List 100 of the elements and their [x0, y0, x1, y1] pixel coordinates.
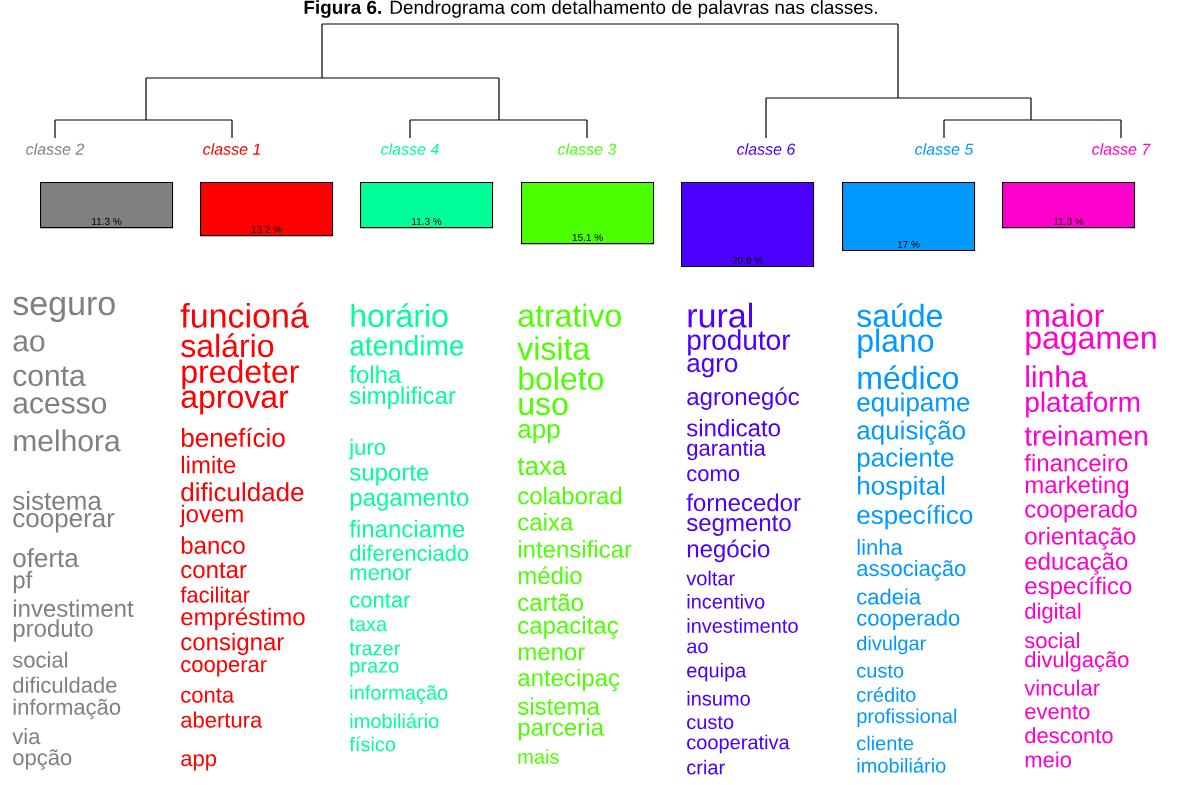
word-label: boleto	[519, 366, 604, 391]
word-label: informação	[350, 685, 448, 704]
word-label: social	[12, 651, 68, 668]
word-label: cliente	[857, 735, 914, 751]
word-label: orientação	[1025, 527, 1136, 550]
word-label: vincular	[1024, 679, 1100, 696]
word-label: horário	[351, 303, 448, 328]
word-label: melhora	[14, 429, 121, 452]
word-label: crédito	[857, 687, 916, 702]
word-label: acesso	[13, 397, 107, 414]
class-label: classe 3	[558, 143, 617, 155]
word-label: profissional	[857, 708, 957, 728]
word-label: cadeia	[857, 588, 922, 605]
word-label: investimento	[687, 618, 798, 633]
word-label: voltar	[686, 570, 735, 586]
word-label: sindicato	[686, 418, 780, 437]
word-label: marketing	[1025, 475, 1129, 499]
word-label: cooperativa	[687, 734, 790, 754]
class-box: 11.3 %	[360, 182, 494, 229]
word-label: cooperado	[1025, 500, 1137, 523]
word-label: saúde	[857, 303, 942, 328]
word-label: atendime	[350, 335, 464, 356]
word-label: garantia	[687, 439, 766, 461]
word-label: cartão	[518, 593, 583, 611]
word-label: menor	[518, 647, 585, 661]
class-label: classe 6	[737, 143, 796, 155]
word-label: limite	[181, 455, 236, 474]
word-label: associação	[857, 560, 966, 581]
word-label: intensificar	[518, 540, 632, 558]
word-label: suporte	[349, 465, 429, 486]
class-label: classe 5	[915, 143, 974, 155]
word-label: social	[1024, 632, 1080, 649]
word-label: custo	[687, 716, 734, 730]
word-label: sistema	[517, 697, 600, 715]
word-label: incentivo	[687, 594, 765, 609]
word-label: aquisição	[857, 420, 965, 445]
word-label: uso	[519, 397, 568, 416]
word-label: dificuldade	[13, 676, 117, 693]
word-label: app	[181, 754, 217, 771]
word-label: específico	[1025, 576, 1132, 600]
word-label: maior	[1026, 303, 1104, 327]
word-label: agro	[687, 357, 738, 378]
word-label: caixa	[518, 513, 574, 531]
word-label: abertura	[181, 711, 263, 728]
word-label: menor	[350, 568, 412, 581]
word-label: app	[518, 423, 560, 444]
word-label: meio	[1025, 751, 1071, 768]
word-label: ao	[687, 642, 708, 654]
word-label: folha	[349, 365, 402, 384]
word-label: médico	[858, 365, 959, 390]
word-label: divulgar	[857, 635, 926, 655]
word-label: cooperar	[13, 513, 115, 533]
class-label: classe 1	[203, 143, 260, 155]
class-box: 20.8 %	[681, 182, 815, 268]
word-label: educação	[1025, 552, 1128, 575]
word-label: taxa	[517, 457, 567, 475]
word-label: salário	[181, 333, 274, 358]
word-label: evento	[1025, 704, 1090, 720]
class-box: 13.2 %	[200, 182, 334, 237]
word-label: pagamen	[1026, 331, 1156, 356]
word-label: sistema	[13, 490, 102, 511]
word-label: colaborad	[518, 486, 622, 505]
class-label: classe 7	[1092, 143, 1151, 155]
word-label: paciente	[857, 447, 954, 472]
word-label: capacitaç	[518, 616, 618, 639]
word-label: equipa	[687, 662, 747, 682]
word-label: custo	[857, 664, 904, 678]
word-label: digital	[1025, 602, 1081, 624]
word-label: taxa	[349, 618, 388, 632]
word-label: jovem	[179, 504, 243, 528]
class-label: classe 2	[26, 143, 85, 155]
word-label: informação	[13, 698, 121, 720]
word-label: investiment	[13, 599, 134, 617]
word-label: plataform	[1026, 391, 1140, 418]
word-label: dificuldade	[181, 482, 304, 502]
class-box: 17 %	[842, 182, 976, 252]
word-label: mais	[518, 749, 559, 764]
word-label: produtor	[688, 329, 791, 356]
word-label: rural	[688, 302, 752, 328]
word-label: atrativo	[518, 303, 621, 327]
word-label: financiame	[349, 519, 465, 538]
word-label: via	[12, 728, 41, 745]
word-label: parceria	[518, 718, 604, 741]
word-label: seguro	[13, 296, 115, 323]
word-label: fornecedor	[686, 493, 801, 512]
title: Figura 6. Dendrograma com detalhamento de palavras nas classes.	[304, 0, 877, 18]
word-label: consignar	[181, 632, 284, 656]
word-label: pf	[13, 570, 33, 594]
word-label: negócio	[687, 539, 770, 563]
word-label: funcioná	[180, 302, 309, 328]
word-label: pagamento	[350, 490, 469, 511]
class-box: 11.3 %	[1002, 182, 1136, 229]
word-label: trazer	[349, 642, 401, 656]
word-label: imobiliário	[857, 757, 946, 773]
word-label: financeiro	[1024, 453, 1128, 472]
word-label: conta	[181, 688, 235, 703]
word-label: produto	[13, 619, 93, 642]
word-label: juro	[348, 438, 386, 460]
word-label: oferta	[13, 548, 79, 568]
word-label: empréstimo	[181, 607, 305, 631]
